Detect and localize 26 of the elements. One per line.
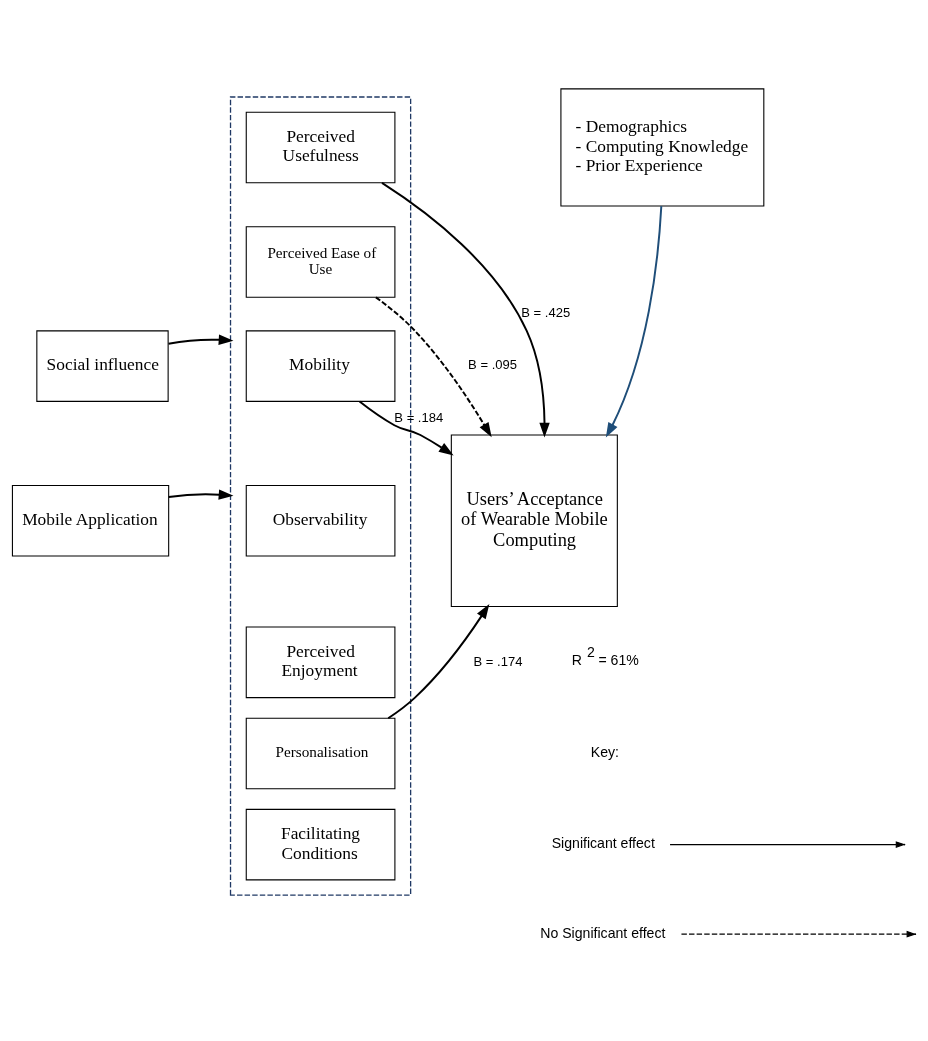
node-box: Perceived Ease of Use <box>245 225 396 298</box>
node-box: - Demographics - Computing Knowledge - Prior Experience <box>560 87 765 207</box>
node-box: Perceived Enjoyment <box>245 626 396 698</box>
node-box: Perceived Usefulness <box>245 111 396 183</box>
legend-label: No Significant effect <box>540 924 666 941</box>
label: Key: <box>590 743 619 760</box>
node-box: Facilitating Conditions <box>245 808 396 880</box>
node-box: Observability <box>245 484 396 557</box>
node-box: Mobile Application <box>11 484 170 557</box>
node-box: Social influence <box>36 329 169 402</box>
legend-label: Significant effect <box>551 834 655 851</box>
edge-label: B = .095 <box>468 356 517 372</box>
arrow <box>381 181 550 438</box>
edge-label: B = .425 <box>521 304 571 320</box>
edge-label: B = .184 <box>394 409 444 425</box>
arrow <box>358 400 454 455</box>
node-box: Users’ Acceptance of Wearable Mobile Computing <box>450 433 618 607</box>
cluster <box>229 95 412 896</box>
arrow <box>374 295 492 437</box>
arrow <box>387 603 490 719</box>
node-box: Mobility <box>245 329 396 402</box>
edge-label: B = .174 <box>473 653 523 669</box>
node-box: Personalisation <box>245 717 396 789</box>
arrow <box>167 334 234 345</box>
arrow <box>605 204 663 437</box>
arrow <box>167 488 234 500</box>
